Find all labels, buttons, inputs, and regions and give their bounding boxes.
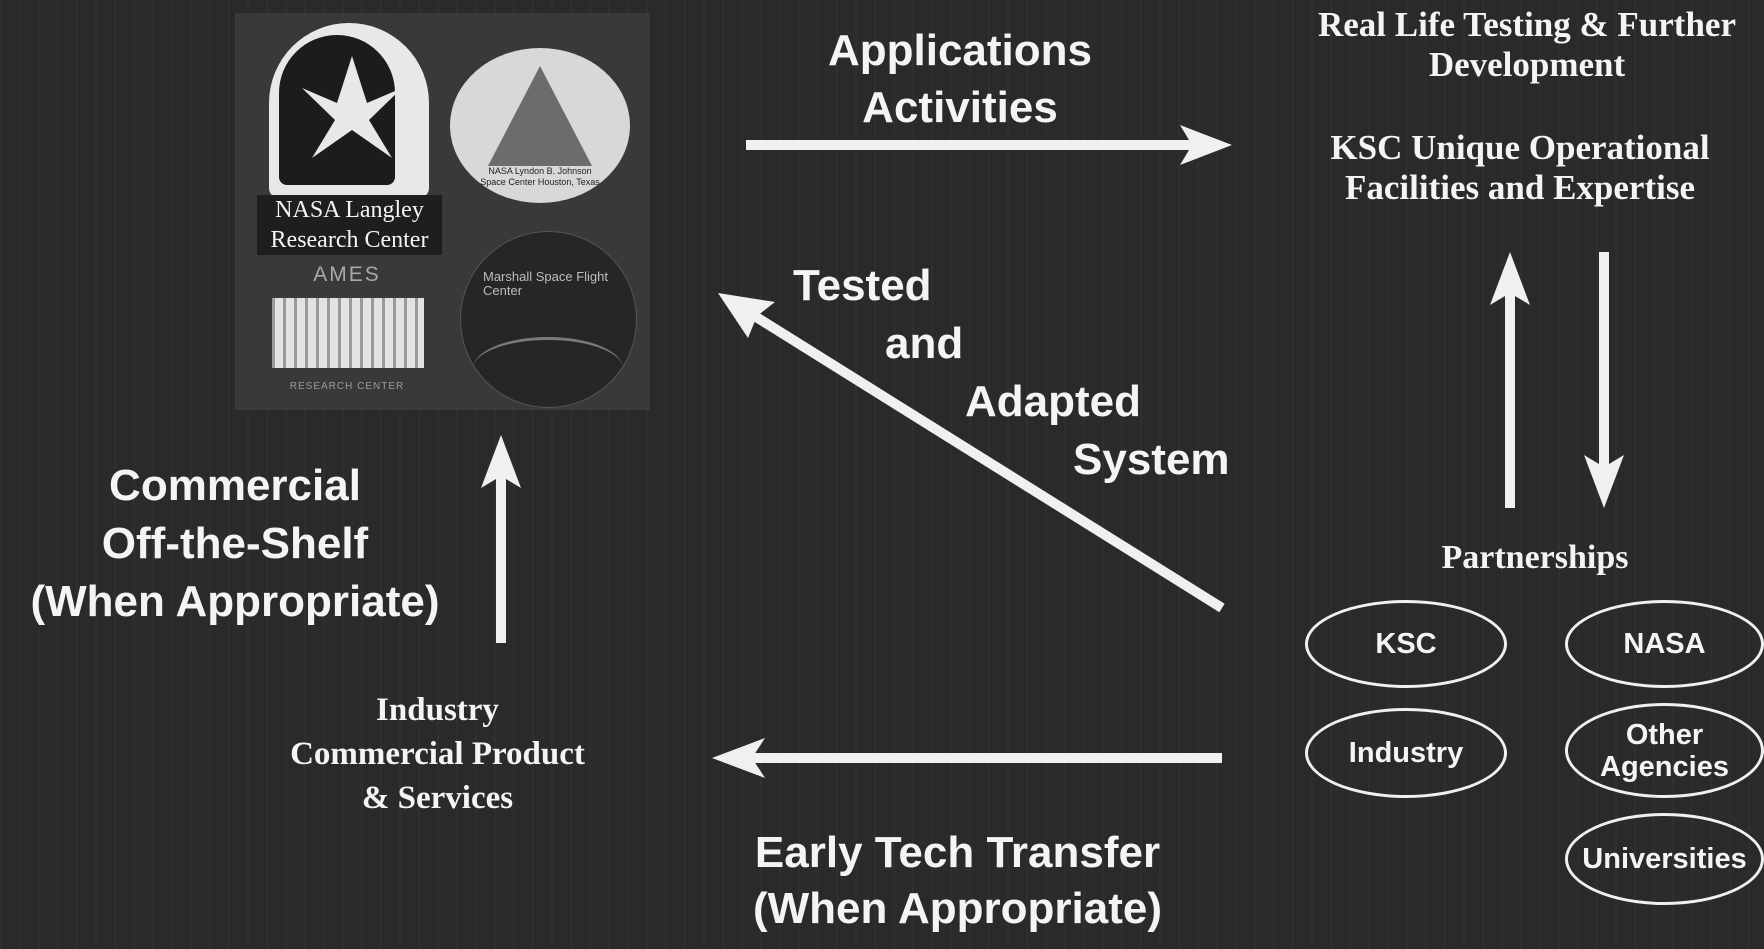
industry-line-3: & Services <box>361 780 514 816</box>
arrow-industry-up <box>481 435 521 643</box>
cots-line-2: Off-the-Shelf <box>101 519 369 568</box>
langley-caption: NASA Langley Research Center <box>257 195 442 255</box>
arrow-applications <box>746 125 1232 165</box>
langley-logo: NASA Langley Research Center <box>257 23 442 261</box>
arrow-tested-adapted <box>718 293 1225 613</box>
johnson-caption: NASA Lyndon B. Johnson Space Center Hous… <box>480 166 600 187</box>
arrow-partnerships-up <box>1490 252 1530 508</box>
ames-logo: AMES RESEARCH CENTER <box>257 263 437 403</box>
langley-caption-line-2: Research Center <box>270 227 429 253</box>
tested-label: Tested <box>793 261 932 310</box>
early-tech-transfer-label: Early Tech Transfer (When Appropriate) <box>705 825 1210 937</box>
adapted-label: Adapted <box>965 377 1141 426</box>
applications-activities-label: Applications Activities <box>827 26 1093 132</box>
marshall-caption: Marshall Space Flight Center <box>483 269 608 298</box>
industry-line-1: Industry <box>376 692 499 728</box>
ames-subtitle: RESEARCH CENTER <box>289 381 405 392</box>
real-life-testing-label: Real Life Testing & Further Development <box>1317 5 1737 84</box>
system-label: System <box>1073 435 1230 484</box>
johnson-logo: NASA Lyndon B. Johnson Space Center Hous… <box>450 48 630 203</box>
langley-caption-line-1: NASA Langley <box>275 197 424 223</box>
industry-line-2: Commercial Product <box>290 736 585 772</box>
arrow-early-tech-transfer <box>712 738 1222 778</box>
planet-horizon <box>473 337 623 400</box>
cots-line-1: Commercial <box>109 461 361 510</box>
early-tech-line-1: Early Tech Transfer <box>754 828 1161 877</box>
partner-universities: Universities <box>1565 813 1764 905</box>
nasa-centers-logos: NASA Langley Research Center NASA Lyndon… <box>235 13 650 410</box>
partner-nasa: NASA <box>1565 600 1764 688</box>
early-tech-line-2: (When Appropriate) <box>753 884 1162 933</box>
and-label: and <box>885 319 964 368</box>
partnerships-title: Partnerships <box>1441 539 1629 576</box>
marshall-logo: Marshall Space Flight Center <box>460 231 637 408</box>
triangle-emblem <box>488 66 592 166</box>
arrow-partnerships-down <box>1584 252 1624 508</box>
ames-building-image <box>272 298 424 368</box>
partner-industry: Industry <box>1305 708 1507 798</box>
cots-label: Commercial Off-the-Shelf (When Appropria… <box>0 457 470 631</box>
partner-ksc: KSC <box>1305 600 1507 688</box>
bird-icon <box>302 56 402 158</box>
ksc-unique-label: KSC Unique Operational Facilities and Ex… <box>1330 128 1710 207</box>
ames-title: AMES <box>313 263 381 286</box>
partner-other-agencies: Other Agencies <box>1565 703 1764 798</box>
industry-products-label: Industry Commercial Product & Services <box>255 688 620 820</box>
cots-line-3: (When Appropriate) <box>30 577 440 626</box>
